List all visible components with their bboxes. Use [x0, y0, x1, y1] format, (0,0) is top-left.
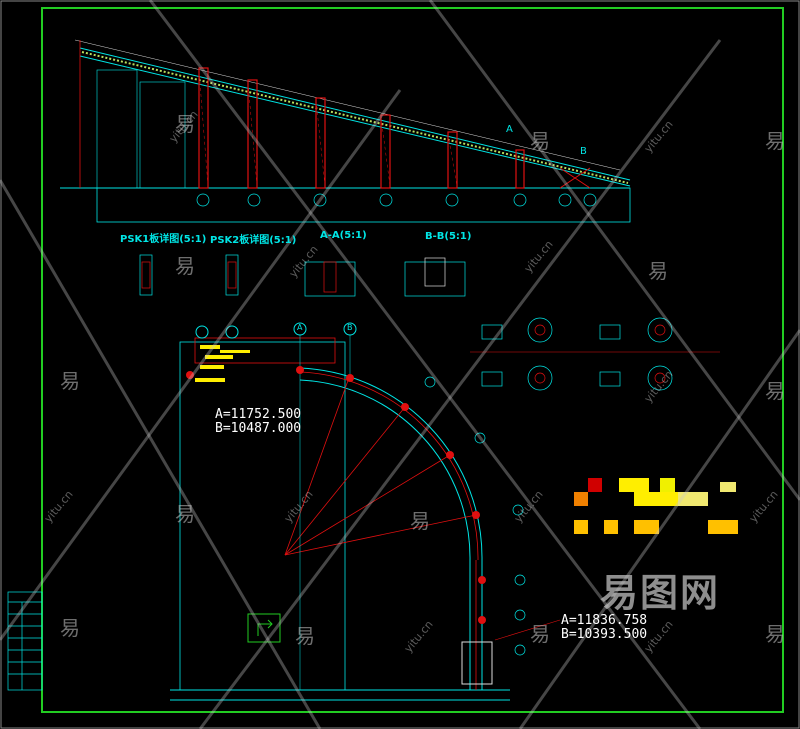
dimension-b: B=10393.500 — [561, 627, 648, 642]
grid-label-b: B — [347, 323, 353, 332]
watermark-char: 易 — [765, 129, 785, 153]
section-marker-a: A — [506, 124, 513, 135]
elevation-view — [60, 39, 631, 223]
section-marker-b: B — [580, 146, 587, 157]
watermark-char: 易 — [765, 379, 785, 403]
watermark-char: 易 — [765, 622, 785, 646]
watermark-brand: 易图网 — [600, 571, 721, 615]
section-details — [139, 254, 466, 297]
watermark-char: 易 — [530, 129, 550, 153]
grid-label-a: A — [297, 323, 303, 332]
watermark-char: 易 — [175, 112, 195, 136]
watermark-char: 易 — [295, 624, 315, 648]
plan-view — [170, 322, 561, 701]
dimension-a: A=11836.758 — [561, 613, 648, 628]
watermark-char: 易 — [60, 616, 80, 640]
watermark-char: 易 — [530, 622, 550, 646]
section-title-a-a: A-A(5:1) — [320, 230, 367, 241]
dimension-b: B=10487.000 — [215, 421, 302, 436]
drawing-frame — [41, 7, 784, 713]
node-details — [470, 317, 720, 391]
section-title-psk2: PSK2板详图(5:1) — [210, 235, 297, 246]
watermark-char: 易 — [60, 369, 80, 393]
title-block — [7, 591, 43, 691]
watermark-char: 易 — [648, 259, 668, 283]
dimension-bottom-right: A=11836.758 B=10393.500 — [561, 614, 647, 642]
section-title-psk1: PSK1板详图(5:1) — [120, 234, 207, 245]
dimension-top-left: A=11752.500 B=10487.000 — [215, 408, 301, 436]
censored-text-block — [574, 478, 738, 534]
dimension-a: A=11752.500 — [215, 407, 302, 422]
watermark-char: 易 — [175, 502, 195, 526]
watermark-char: 易 — [175, 254, 195, 278]
section-title-b-b: B-B(5:1) — [425, 231, 472, 242]
watermark-char: 易 — [410, 509, 430, 533]
